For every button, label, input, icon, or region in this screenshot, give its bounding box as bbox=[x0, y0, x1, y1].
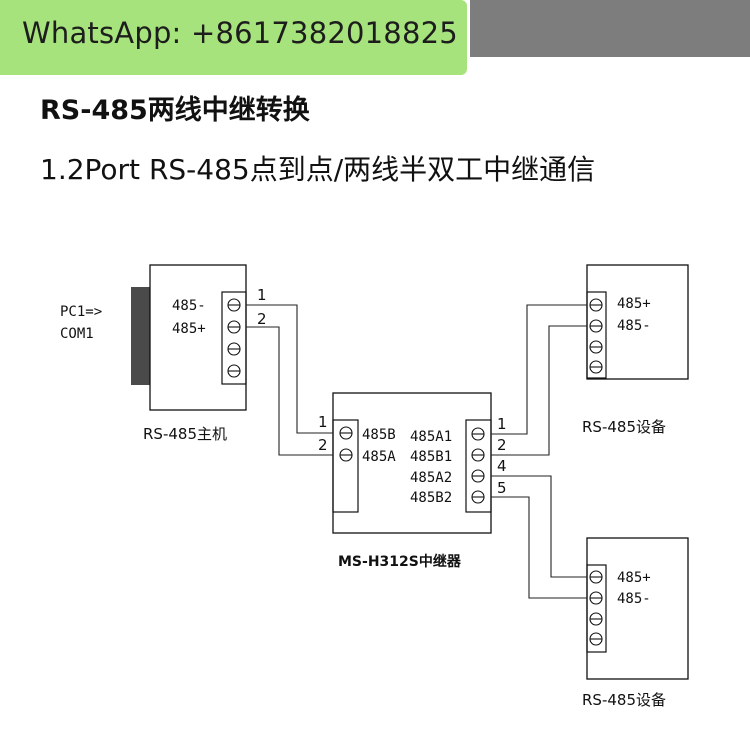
repeater-right-pin: 4 bbox=[497, 457, 507, 475]
device1-screw-terminals bbox=[589, 298, 603, 374]
host-caption: RS-485主机 bbox=[143, 425, 227, 443]
device2-terminal-strip bbox=[586, 564, 607, 653]
whatsapp-banner: WhatsApp: +8617382018825 bbox=[0, 0, 467, 75]
device2-screw-terminals bbox=[589, 570, 603, 646]
device2-caption: RS-485设备 bbox=[582, 691, 666, 709]
device2-terminal-label: 485+ bbox=[617, 570, 651, 586]
device2-box bbox=[586, 537, 689, 680]
repeater-left-pin: 2 bbox=[318, 436, 328, 454]
repeater-left-pin: 1 bbox=[318, 413, 328, 431]
pc-label: PC1=> bbox=[60, 304, 102, 320]
wire-dev1-a bbox=[491, 304, 587, 435]
wire-host-1 bbox=[246, 304, 333, 434]
wires bbox=[246, 304, 587, 599]
repeater-right-terminal-label: 485A2 bbox=[410, 470, 452, 486]
host-terminal-strip bbox=[221, 291, 247, 385]
whatsapp-contact-text: WhatsApp: +8617382018825 bbox=[22, 16, 458, 50]
repeater-right-terminal-label: 485B1 bbox=[410, 449, 452, 465]
repeater-right-terminal-label: 485B2 bbox=[410, 490, 452, 506]
host-terminal-label: 485- bbox=[172, 298, 206, 314]
page-subtitle: 1.2Port RS-485点到点/两线半双工中继通信 bbox=[40, 153, 596, 186]
device1-terminal-strip bbox=[586, 291, 607, 379]
wire-dev2-b bbox=[491, 496, 587, 599]
host-box bbox=[149, 264, 247, 411]
repeater-right-pin: 2 bbox=[497, 436, 507, 454]
wire-host-2 bbox=[246, 326, 333, 456]
host-pin-number: 2 bbox=[257, 310, 267, 328]
repeater-right-pin: 1 bbox=[497, 415, 507, 433]
repeater-left-terminal-label: 485A bbox=[362, 449, 396, 465]
device2-terminal-label: 485- bbox=[617, 591, 651, 607]
repeater-right-terminal-label: 485A1 bbox=[410, 429, 452, 445]
page-title: RS-485两线中继转换 bbox=[40, 95, 310, 126]
repeater-screw-terminals bbox=[339, 426, 485, 504]
com-label: COM1 bbox=[60, 326, 94, 342]
wire-dev1-b bbox=[491, 325, 587, 456]
wire-dev2-a bbox=[491, 475, 587, 578]
host-pin-number: 1 bbox=[257, 286, 267, 304]
device1-terminal-label: 485- bbox=[617, 318, 651, 334]
repeater-right-strip bbox=[465, 419, 492, 513]
repeater-caption: MS-H312S中继器 bbox=[338, 553, 462, 570]
repeater-right-pin: 5 bbox=[497, 479, 507, 497]
repeater-left-strip bbox=[332, 419, 359, 513]
device1-caption: RS-485设备 bbox=[582, 418, 666, 436]
host-terminal-label: 485+ bbox=[172, 321, 206, 337]
header-gray-bar bbox=[470, 0, 750, 57]
pc-connector-block bbox=[131, 287, 150, 385]
device1-terminal-label: 485+ bbox=[617, 296, 651, 312]
host-screw-terminals bbox=[227, 298, 241, 378]
repeater-left-terminal-label: 485B bbox=[362, 427, 396, 443]
